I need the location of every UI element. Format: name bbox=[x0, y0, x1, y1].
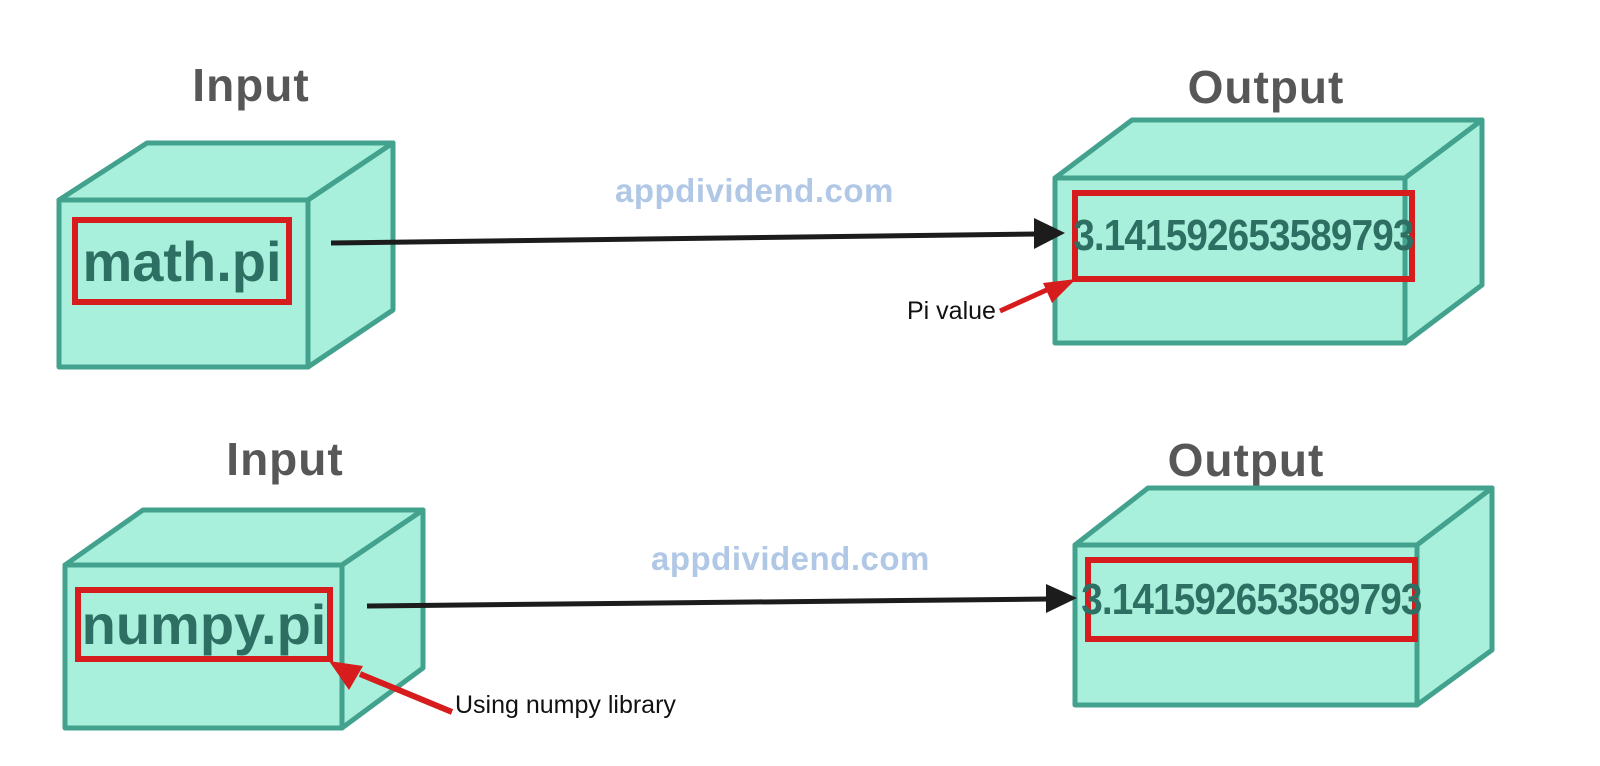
box-front-face bbox=[1072, 542, 1420, 708]
watermark-top: appdividend.com bbox=[615, 172, 894, 209]
input-label-bottom: Input bbox=[226, 433, 344, 485]
numpy-pointer-arrow bbox=[329, 661, 454, 715]
pi-output-value-bottom: 3.141592653589793 bbox=[1081, 574, 1422, 624]
watermark-bottom: appdividend.com bbox=[651, 540, 930, 577]
output-value-highlight-bottom: 3.141592653589793 bbox=[1081, 557, 1423, 642]
numpy-pi-highlight-box: numpy.pi bbox=[75, 587, 333, 662]
math-pi-value: math.pi bbox=[82, 229, 282, 293]
pi-value-annotation: Pi value bbox=[907, 297, 996, 325]
box-front-face bbox=[56, 197, 311, 370]
input-box-3d-math bbox=[56, 140, 396, 370]
flow-arrow-top bbox=[330, 218, 1065, 249]
numpy-library-annotation: Using numpy library bbox=[455, 691, 676, 719]
pi-value-pointer-arrow bbox=[998, 279, 1076, 314]
input-label-top: Input bbox=[192, 59, 310, 111]
pi-output-value-top: 3.141592653589793 bbox=[1073, 211, 1414, 260]
output-box-3d-bottom bbox=[1072, 485, 1495, 708]
box-front-face bbox=[62, 562, 345, 731]
input-box-3d-numpy bbox=[62, 507, 426, 731]
output-value-highlight-top: 3.141592653589793 bbox=[1072, 190, 1415, 282]
output-box-3d-top bbox=[1052, 117, 1485, 346]
output-label-top: Output bbox=[1187, 61, 1345, 113]
arrow-head-icon bbox=[329, 661, 363, 690]
arrow-head-icon bbox=[1046, 584, 1077, 613]
arrow-shaft bbox=[998, 285, 1053, 314]
arrow-head-icon bbox=[1034, 218, 1065, 249]
arrow-shaft bbox=[358, 671, 454, 715]
numpy-pi-value: numpy.pi bbox=[81, 593, 327, 656]
arrow-shaft bbox=[366, 596, 1050, 609]
arrow-head-icon bbox=[1043, 279, 1076, 303]
output-label-bottom: Output bbox=[1167, 434, 1325, 486]
flow-arrow-bottom bbox=[366, 584, 1077, 613]
math-pi-highlight-box: math.pi bbox=[72, 217, 292, 305]
arrow-shaft bbox=[330, 231, 1038, 246]
